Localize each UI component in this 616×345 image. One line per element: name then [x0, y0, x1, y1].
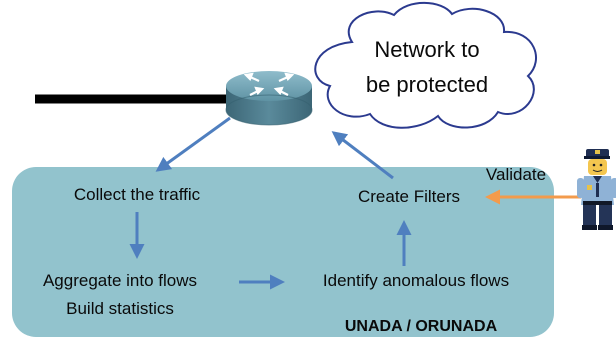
arrow-filters-to-router	[331, 131, 394, 180]
cloud-icon: Network to be protected	[314, 1, 537, 129]
validate-label: Validate	[486, 165, 546, 184]
cloud-label-line1: Network to	[374, 37, 479, 62]
step-collect: Collect the traffic	[74, 185, 201, 204]
cloud-label-line2: be protected	[366, 72, 488, 97]
step-identify: Identify anomalous flows	[323, 271, 509, 290]
step-create-filters: Create Filters	[358, 187, 460, 206]
police-officer-figure-icon	[577, 149, 616, 230]
arrow-router-to-collect	[155, 116, 231, 172]
router-icon	[225, 71, 313, 126]
panel-title: UNADA / ORUNADA	[345, 318, 498, 335]
step-aggregate-line2: Build statistics	[66, 299, 174, 318]
unada-panel	[12, 167, 554, 337]
step-aggregate-line1: Aggregate into flows	[43, 271, 197, 290]
